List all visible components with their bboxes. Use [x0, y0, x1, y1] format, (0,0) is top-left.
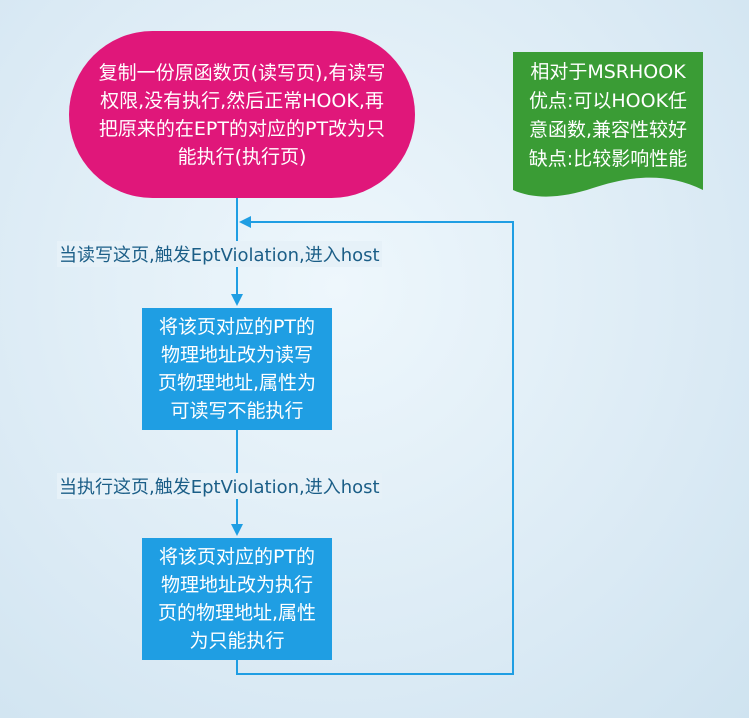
- process-node-execute-text: 将该页对应的PT的 物理地址改为执行 页的物理地址,属性 为只能执行: [157, 546, 317, 652]
- process-node-read-write-text: 将该页对应的PT的 物理地址改为读写 页物理地址,属性为 可读写不能执行: [157, 316, 317, 422]
- connector-loop-back: [236, 216, 514, 675]
- edge-label-read-write: 当读写这页,触发EptViolation,进入host: [57, 241, 382, 267]
- start-node: 复制一份原函数页(读写页),有读写 权限,没有执行,然后正常HOOK,再 把原来…: [69, 31, 415, 198]
- start-node-text: 复制一份原函数页(读写页),有读写 权限,没有执行,然后正常HOOK,再 把原来…: [98, 61, 386, 168]
- process-node-read-write: 将该页对应的PT的 物理地址改为读写 页物理地址,属性为 可读写不能执行: [142, 308, 332, 430]
- process-node-execute: 将该页对应的PT的 物理地址改为执行 页的物理地址,属性 为只能执行: [142, 538, 332, 660]
- note-document-shape: [513, 52, 703, 197]
- note-text: 相对于MSRHOOK 优点:可以HOOK任 意函数,兼容性较好 缺点:比较影响性…: [528, 61, 688, 170]
- edge-label-execute: 当执行这页,触发EptViolation,进入host: [57, 473, 382, 499]
